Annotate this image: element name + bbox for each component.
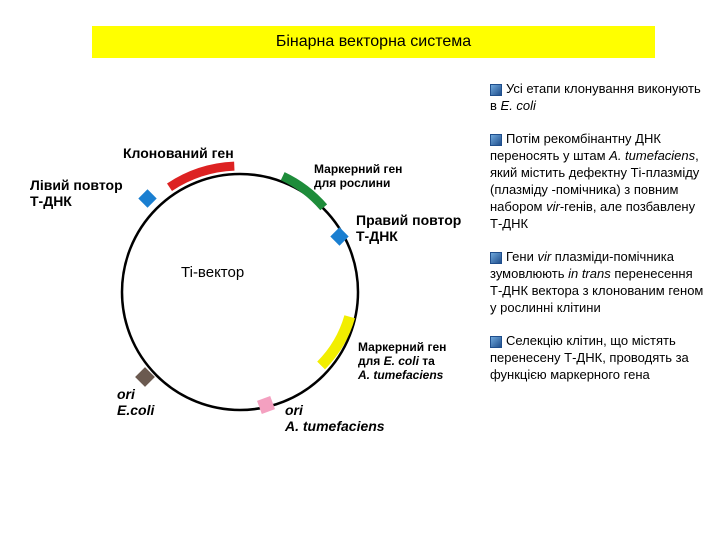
- ori-ecoli-label: ori E.coli: [117, 386, 154, 418]
- bullet-item: Селекцію клітин, що містять перенесену Т…: [490, 332, 705, 383]
- plant-marker-label-line1: Маркерний ген: [314, 162, 403, 176]
- ecoli-marker-label-line3: A. tumefaciens: [358, 368, 446, 382]
- ori-agro-label: ori A. tumefaciens: [285, 402, 385, 434]
- ori-agro-label-line1: ori: [285, 402, 385, 418]
- ori-agro-label-line2: A. tumefaciens: [285, 418, 385, 434]
- bullet-box-icon: [490, 83, 502, 96]
- left-border-label-line2: Т-ДНК: [30, 193, 72, 209]
- right-border-label: Правий повтор Т-ДНК: [356, 212, 461, 244]
- ecoli-marker-label: Маркерний ген для E. coli та A. tumefaci…: [358, 340, 446, 382]
- ori-ecoli-ori: ori: [117, 386, 135, 402]
- ori-ecoli-marker: [135, 367, 155, 387]
- bullet-text: плазміди-помічника зумовлюють: [490, 249, 674, 281]
- right-border-marker: [330, 227, 349, 246]
- bullet-text: in trans: [568, 266, 611, 281]
- ecoli-marker-label-species: E. coli: [383, 354, 419, 368]
- bullet-text: Потім рекомбінантну ДНК переносять у шта…: [490, 131, 661, 163]
- left-border-label: Лівий повтор Т-ДНК: [30, 177, 123, 209]
- bullet-item: Гени vir плазміди-помічника зумовлюють i…: [490, 248, 705, 316]
- ori-ecoli-species: E.coli: [117, 402, 155, 418]
- ecoli-marker-segment: [317, 315, 355, 370]
- cloned-gene-segment: [167, 161, 235, 191]
- title-banner: Бінарна векторна система: [92, 26, 655, 58]
- ecoli-marker-label-for: для: [358, 354, 384, 368]
- ecoli-marker-label-agro: A. tumefaciens: [358, 368, 444, 382]
- ori-agro-marker: [257, 396, 275, 414]
- ori-ecoli-label-line1: ori: [117, 386, 154, 402]
- right-border-label-line1: Правий повтор: [356, 212, 462, 228]
- bullet-box-icon: [490, 133, 502, 146]
- ecoli-marker-label-line2: для E. coli та: [358, 354, 446, 368]
- bullet-box-icon: [490, 335, 502, 348]
- cloned-gene-label: Клонований ген: [123, 145, 234, 161]
- ori-agro-ori: ori: [285, 402, 303, 418]
- plant-marker-segment: [280, 172, 328, 211]
- ti-vector-label: Ti-вектор: [181, 264, 245, 281]
- bullet-text: vir: [546, 199, 560, 214]
- bullet-item: Усі етапи клонування виконують в E. coli: [490, 80, 705, 114]
- bullet-box-icon: [490, 251, 502, 264]
- bullet-text: Селекцію клітин, що містять перенесену Т…: [490, 333, 689, 382]
- bullet-text: E. coli: [500, 98, 536, 113]
- ecoli-marker-label-line1: Маркерний ген: [358, 340, 447, 354]
- page-title: Бінарна векторна система: [275, 33, 472, 50]
- bullet-text: Усі етапи клонування виконують в: [490, 81, 701, 113]
- ori-agro-species: A. tumefaciens: [285, 418, 385, 434]
- bullet-list: Усі етапи клонування виконують в E. coli…: [490, 80, 705, 399]
- ecoli-marker-label-and: та: [418, 354, 435, 368]
- bullet-text: Гени: [506, 249, 538, 264]
- bullet-item: Потім рекомбінантну ДНК переносять у шта…: [490, 130, 705, 232]
- plant-marker-label-line2: для рослини: [314, 176, 391, 190]
- left-border-marker: [138, 189, 157, 208]
- bullet-text: перенесення Т-ДНК вектора з клонованим г…: [490, 266, 704, 315]
- bullet-text: A. tumefaciens: [609, 148, 696, 163]
- bullet-text: , який містить дефектну Ті-плазміду (пла…: [490, 148, 700, 214]
- bullet-text: vir: [537, 249, 552, 264]
- ori-ecoli-label-line2: E.coli: [117, 402, 154, 418]
- right-border-label-line2: Т-ДНК: [356, 228, 398, 244]
- plasmid-circle: [120, 172, 360, 412]
- plant-marker-label: Маркерний ген для рослини: [314, 162, 402, 190]
- bullet-text: -генів, але позбавлену Т-ДНК: [490, 199, 696, 231]
- left-border-label-line1: Лівий повтор: [30, 177, 123, 193]
